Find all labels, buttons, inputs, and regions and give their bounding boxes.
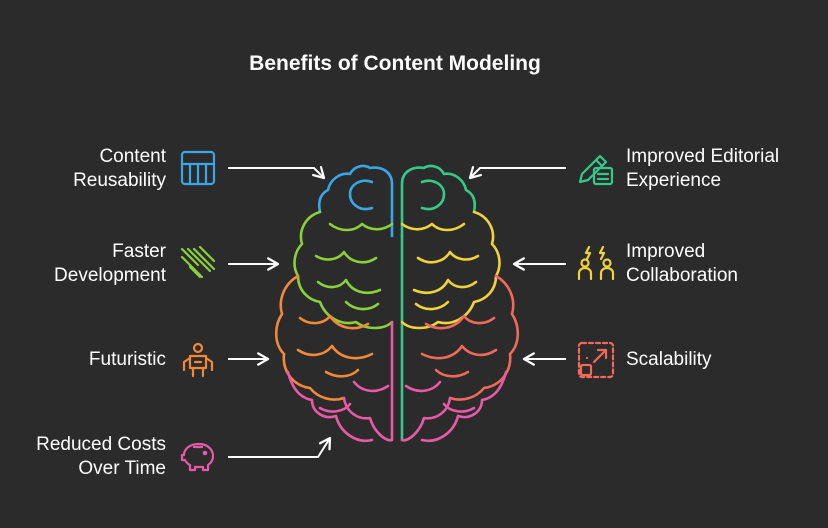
pencil-document-icon: [578, 154, 614, 186]
arrows-right: [468, 165, 566, 366]
brain-left-hemisphere: [274, 164, 394, 443]
speed-lines-icon: [180, 245, 216, 279]
people-lightning-icon: [577, 245, 615, 281]
expand-arrow-icon: [577, 341, 615, 379]
label-reduced-costs: Reduced Costs Over Time: [36, 434, 166, 479]
arrow-content-reusability: [228, 165, 326, 180]
piggy-bank-icon: [180, 442, 215, 472]
label-futuristic: Futuristic: [88, 349, 166, 370]
arrows-left: [228, 165, 332, 458]
label-improved-editorial-experience: Improved Editorial Experience: [626, 146, 780, 191]
label-content-reusability: Content Reusability: [73, 146, 166, 191]
label-faster-development: Faster Development: [54, 241, 166, 286]
diagram-title: Benefits of Content Modeling: [249, 52, 541, 75]
label-scalability: Scalability: [626, 349, 712, 370]
robot-person-icon: [182, 342, 214, 378]
arrow-improved-editorial: [468, 165, 566, 180]
brain-right-hemisphere: [400, 164, 520, 443]
arrow-reduced-costs: [228, 436, 332, 458]
label-improved-collaboration: Improved Collaboration: [626, 241, 738, 286]
grid-table-icon: [180, 150, 216, 186]
